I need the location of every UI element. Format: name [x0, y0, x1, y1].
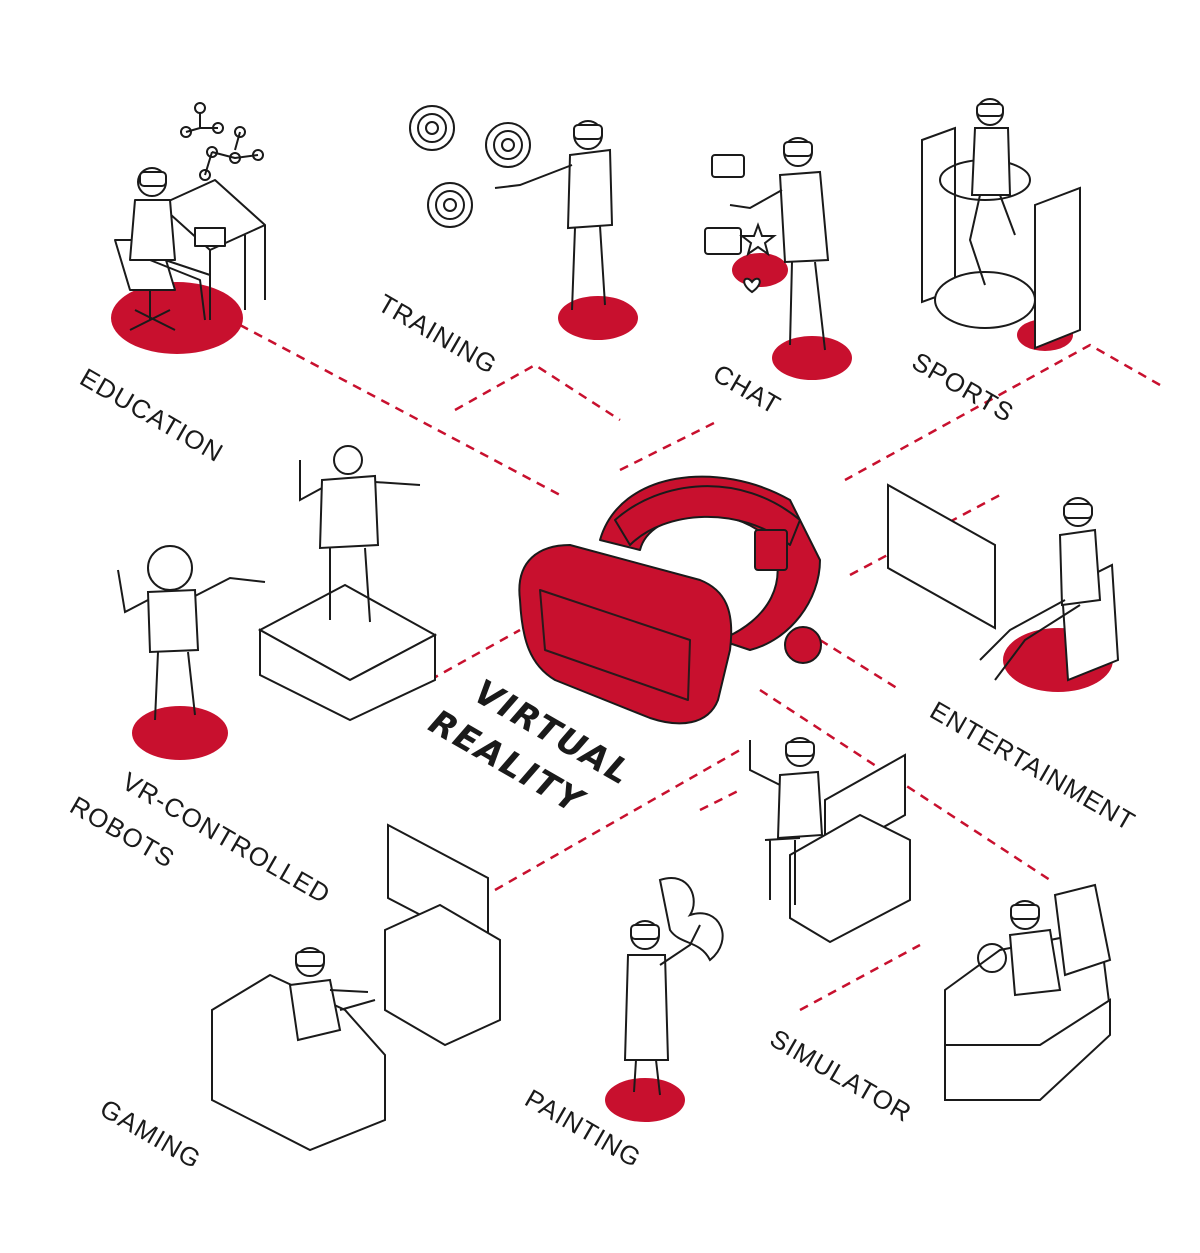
chat-person-headset: [783, 141, 813, 157]
athlete-legs: [968, 194, 1016, 286]
worker-headset: [785, 741, 815, 757]
painter-body: [623, 954, 670, 1061]
chat-illustration: [704, 137, 830, 351]
heart-icon: [743, 277, 761, 294]
operator-legs: [329, 547, 371, 623]
connector-center-right: [759, 688, 1051, 882]
robot-head: [147, 545, 193, 591]
connector-simulator: [799, 943, 921, 1012]
training-illustration: [409, 105, 614, 311]
trainer-arm: [494, 164, 573, 189]
viewer-body: [1058, 528, 1102, 607]
worker-body: [776, 770, 824, 840]
disc-chat: [772, 336, 852, 380]
pilot-headset: [1010, 904, 1040, 920]
painter-arm: [659, 924, 701, 966]
chat-bubble-icon: [704, 227, 742, 255]
painter-legs: [633, 1059, 661, 1096]
trainer-body: [566, 148, 614, 230]
simulator-base: [944, 998, 1111, 1101]
trainer-legs: [571, 225, 606, 311]
education-illustration: [114, 102, 266, 331]
worker-arm: [749, 740, 781, 786]
sports-pillar-left: [921, 126, 956, 304]
gamer-headset: [295, 951, 325, 967]
athlete-body: [970, 127, 1012, 196]
stool: [764, 837, 801, 905]
headset-visor: [539, 589, 691, 701]
athlete-headset: [976, 103, 1004, 117]
operator-head: [333, 445, 363, 475]
connector-painting: [699, 788, 741, 812]
chat-person-body: [778, 170, 830, 264]
gaming-armchair: [211, 973, 386, 1152]
target-icon: [409, 105, 531, 228]
book: [194, 227, 226, 247]
headset-top-strap: [614, 485, 801, 546]
chat-person-legs: [789, 261, 826, 351]
robot-platform-side: [259, 628, 436, 722]
sports-illustration: [921, 98, 1081, 350]
disc-robot: [132, 706, 228, 760]
headset-clip: [754, 529, 788, 571]
trainer-headset: [573, 124, 603, 140]
connector-chat: [619, 418, 721, 472]
robot-legs: [154, 651, 196, 721]
robots-illustration: [117, 445, 438, 722]
simulator-illustration: [944, 883, 1112, 1101]
operator-arms: [299, 460, 421, 502]
controller-icon: [329, 989, 376, 1011]
connector-robots: [429, 628, 521, 682]
connector-sports: [844, 343, 1161, 482]
painting-illustration: [623, 877, 724, 1096]
flower-art: [658, 877, 724, 962]
molecule-icon: [180, 102, 264, 181]
connector-education: [239, 323, 561, 497]
sports-pillar-right: [1034, 186, 1081, 350]
viewer-legs: [979, 599, 1081, 681]
student-headset: [139, 171, 167, 187]
steering-wheel-icon: [977, 943, 1007, 973]
painter-headset: [630, 924, 660, 940]
desk-worker-illustration: [749, 737, 911, 944]
disc-training: [558, 296, 638, 340]
star-icon: [739, 222, 777, 257]
headset-dial: [784, 626, 822, 664]
robot-arms: [117, 569, 266, 614]
student-body: [129, 199, 176, 261]
screen: [887, 483, 996, 630]
connector-right: [819, 638, 901, 692]
chair-base: [129, 290, 176, 331]
simulator-seat: [1053, 883, 1112, 977]
desk-leg: [209, 225, 266, 320]
vr-headset-illustration: [518, 475, 822, 725]
gamer-body: [288, 978, 342, 1042]
chat-bubble-icon: [711, 154, 745, 178]
pilot-body: [1008, 928, 1062, 997]
viewer-headset: [1063, 503, 1093, 519]
tv-cabinet: [384, 903, 501, 1047]
disc-painting: [605, 1078, 685, 1122]
gaming-illustration: [211, 823, 501, 1152]
robot-body: [146, 588, 200, 654]
entertainment-illustration: [887, 483, 1120, 682]
work-desk: [789, 813, 911, 944]
student-legs: [149, 259, 211, 321]
sports-platform: [934, 271, 1036, 329]
chat-person-arm: [729, 189, 783, 210]
disc-education: [111, 282, 243, 354]
operator-body: [318, 474, 380, 550]
